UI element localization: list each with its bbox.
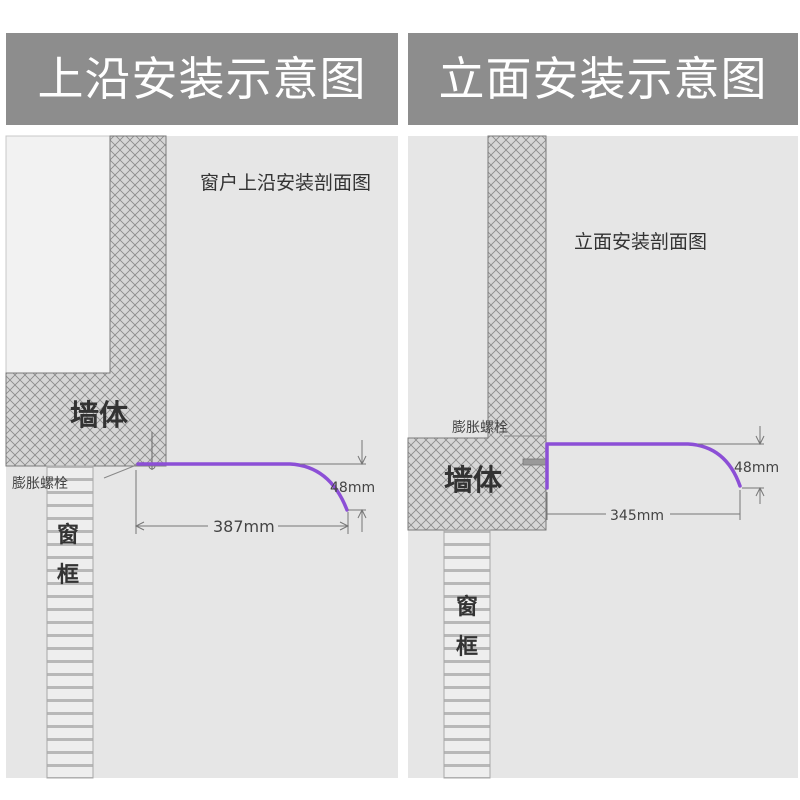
right-dim-length-label: 345mm xyxy=(610,508,664,524)
left-bolt-label: 膨胀螺栓 xyxy=(12,475,68,492)
left-dim-length xyxy=(134,470,350,534)
left-dim-height-label: 48mm xyxy=(330,480,375,496)
right-bolt-label: 膨胀螺栓 xyxy=(452,419,508,436)
left-panel-title: 上沿安装示意图 xyxy=(6,33,398,125)
left-caption: 窗户上沿安装剖面图 xyxy=(200,172,371,194)
left-trim-profile xyxy=(136,462,349,512)
left-dim-length-label: 387mm xyxy=(213,517,275,536)
left-section-drawing: 窗户上沿安装剖面图 墙体 膨胀螺栓 48mm 387mm 窗 框 xyxy=(5,135,398,779)
right-trim-profile xyxy=(545,442,742,490)
right-wall-label: 墙体 xyxy=(444,463,503,497)
left-wall-label: 墙体 xyxy=(70,398,129,432)
right-dim-length xyxy=(546,490,741,520)
left-window-frame xyxy=(46,465,94,779)
left-dim-height xyxy=(300,440,367,532)
right-frame-label-2: 框 xyxy=(456,634,478,660)
left-frame-label-2: 框 xyxy=(57,562,79,588)
right-caption: 立面安装剖面图 xyxy=(574,231,707,253)
left-frame-label-1: 窗 xyxy=(57,522,79,548)
right-panel-title: 立面安装示意图 xyxy=(408,33,798,125)
right-frame-label-1: 窗 xyxy=(456,594,478,620)
left-panel: 上沿安装示意图 xyxy=(5,33,398,779)
right-dim-height-label: 48mm xyxy=(734,460,779,476)
right-expansion-bolt-icon xyxy=(522,458,548,466)
left-room-area xyxy=(5,135,111,374)
right-section-drawing: 立面安装剖面图 膨胀螺栓 墙体 48mm 345mm 窗 框 xyxy=(407,135,798,779)
right-dim-height xyxy=(698,426,765,504)
right-wall xyxy=(407,135,547,531)
right-window-frame xyxy=(443,529,491,779)
right-panel: 立面安装示意图 xyxy=(406,0,800,800)
left-wall xyxy=(5,135,167,467)
